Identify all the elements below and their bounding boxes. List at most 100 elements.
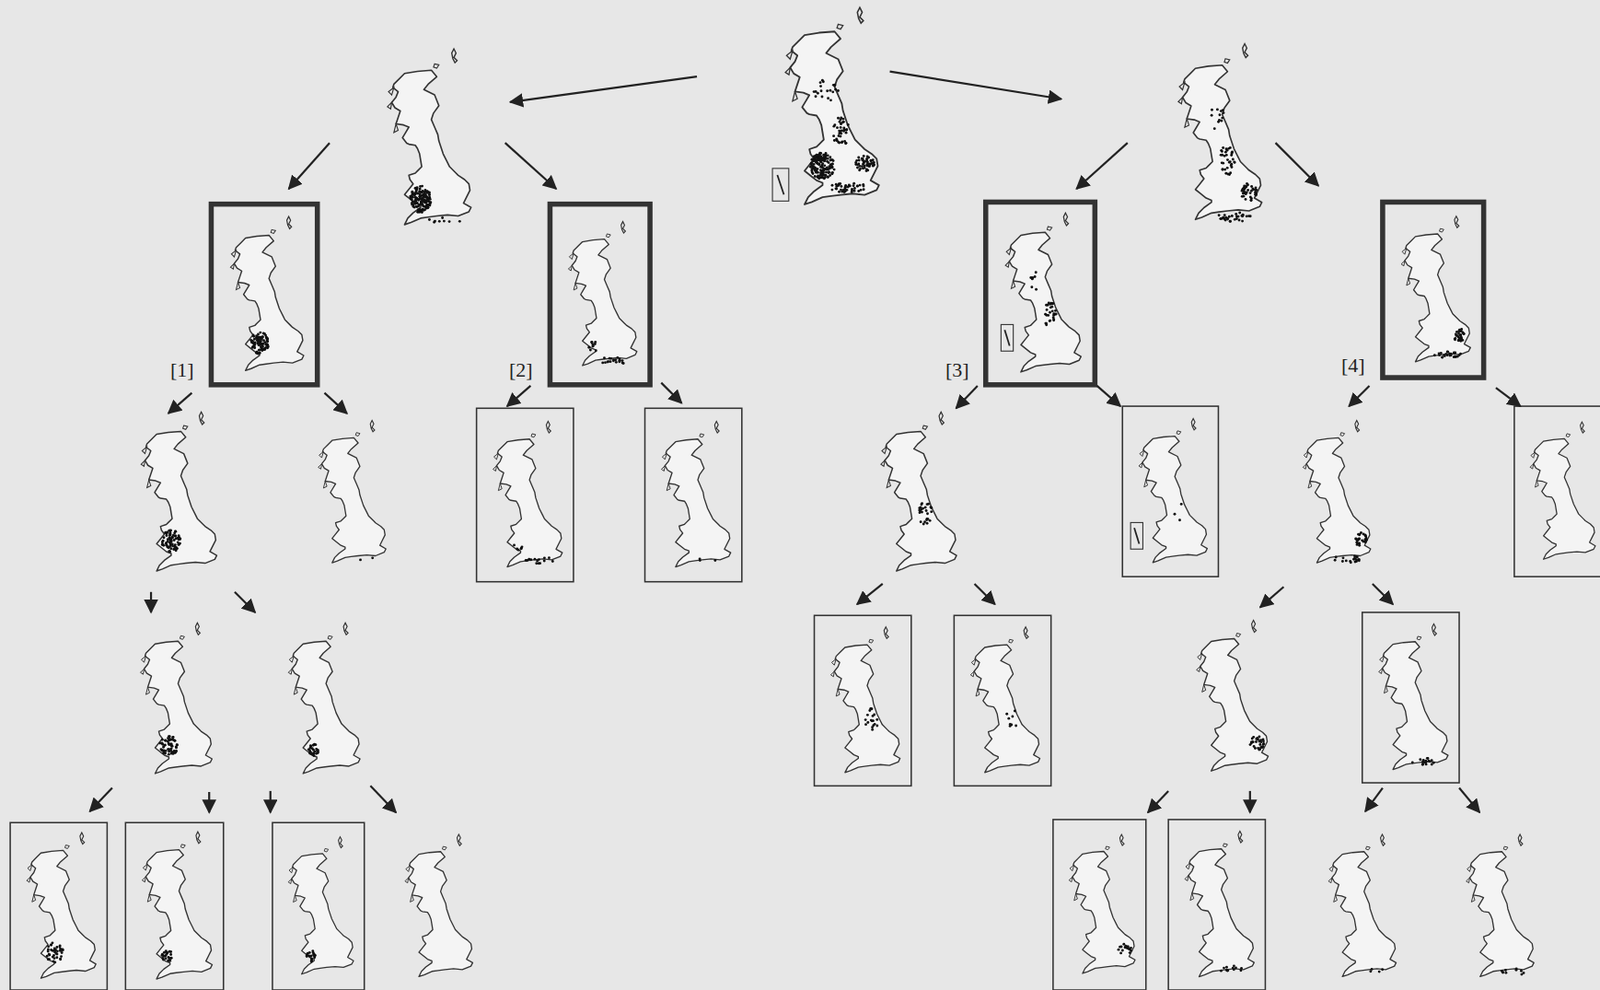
site-dot [258, 343, 262, 347]
site-dot [1218, 217, 1222, 221]
gb-outline [230, 216, 304, 371]
site-dot [1232, 967, 1236, 971]
site-dot [168, 549, 172, 553]
site-dot [926, 521, 929, 525]
site-dot [1005, 712, 1009, 716]
site-dot [1453, 355, 1457, 359]
site-dot [316, 750, 320, 754]
site-dot [1046, 313, 1050, 317]
site-dot [168, 737, 172, 741]
gb-map [125, 822, 223, 990]
site-dot [844, 184, 847, 187]
site-dot [253, 337, 256, 341]
site-dot [923, 520, 927, 523]
site-dot [1440, 355, 1444, 359]
leaf-box [1168, 819, 1265, 990]
site-dot [836, 184, 840, 187]
site-dot [173, 533, 177, 537]
gb-map [1328, 834, 1396, 976]
site-dot [448, 220, 452, 223]
site-dot [832, 134, 835, 138]
site-dot [917, 506, 921, 510]
site-dot [60, 950, 64, 954]
gb-map [645, 407, 743, 581]
site-dot [821, 165, 824, 169]
site-dot [162, 539, 165, 543]
site-dot [428, 193, 431, 197]
site-dot [818, 162, 822, 165]
site-dot [859, 188, 863, 192]
site-dot [1242, 184, 1246, 187]
site-dot [1118, 945, 1122, 949]
tree-arrow [505, 142, 557, 189]
gb-map [1196, 620, 1269, 772]
site-dot [840, 128, 844, 132]
site-dot [1010, 715, 1014, 719]
site-dot [264, 346, 267, 349]
site-dot [417, 203, 421, 207]
site-dot [858, 184, 862, 187]
site-dot [815, 153, 819, 157]
gb-outline [1401, 216, 1471, 362]
site-dot [1240, 220, 1244, 223]
site-dot [168, 549, 172, 553]
site-dot [1230, 214, 1234, 218]
site-dot [424, 194, 428, 198]
site-dot [59, 954, 63, 958]
site-dot [310, 959, 314, 963]
site-dot [831, 90, 835, 93]
site-dot [1254, 185, 1258, 189]
gb-outline [288, 622, 360, 774]
site-dot [163, 739, 167, 743]
site-dot [1216, 107, 1219, 111]
site-dot [1356, 556, 1359, 559]
site-dot [1052, 318, 1056, 322]
site-dot [425, 200, 429, 204]
site-dot [830, 172, 834, 175]
site-dot [1453, 337, 1457, 341]
site-dot [411, 191, 415, 195]
site-dot [1034, 288, 1038, 291]
site-dot [174, 745, 178, 749]
site-dot [1226, 218, 1229, 221]
gb-map [1362, 612, 1460, 783]
site-dot [1449, 353, 1453, 357]
gb-outline [830, 626, 900, 773]
site-dot [1333, 558, 1337, 562]
site-dot [47, 953, 51, 957]
site-dot [1223, 168, 1227, 172]
site-dot [845, 141, 848, 145]
site-dot [821, 95, 824, 99]
tree-arrow [1459, 788, 1480, 813]
tree-arrow [890, 71, 1062, 100]
site-dot [426, 191, 429, 195]
site-dot [165, 950, 169, 954]
site-dot [815, 153, 819, 157]
site-dot [1052, 312, 1056, 315]
site-dot [813, 174, 817, 178]
gb-outline [141, 831, 212, 979]
site-dot [1453, 337, 1457, 341]
gb-outline [405, 834, 473, 976]
gb-outline [1466, 834, 1534, 976]
site-dot [813, 168, 817, 172]
tree-arrow [507, 385, 531, 406]
site-dot [838, 182, 842, 186]
tree-arrow [1365, 788, 1383, 812]
site-dot [812, 90, 816, 93]
site-dot [814, 156, 818, 160]
site-dot [871, 718, 875, 722]
site-dot [856, 184, 859, 187]
site-dot [830, 158, 834, 162]
site-dot [167, 742, 171, 746]
site-dot [169, 531, 173, 534]
gb-outline [785, 7, 880, 205]
site-dot [433, 220, 437, 223]
gb-outline [1005, 212, 1081, 372]
site-dot [1378, 970, 1381, 974]
site-dot [1440, 356, 1444, 360]
site-dot [163, 742, 167, 746]
site-dot [825, 160, 829, 163]
site-dot [856, 162, 859, 166]
